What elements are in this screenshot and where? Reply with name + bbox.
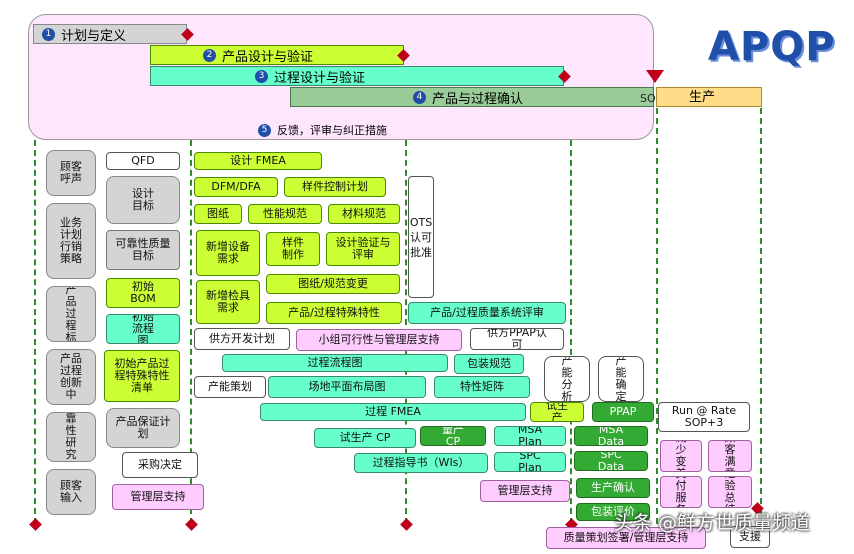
production-bar: 生产 [656,87,762,107]
dash-line-1 [34,140,36,524]
phase-2-bar: 2 产品设计与验证 [150,45,404,65]
trial-production-cp: 试生产 CP [314,428,416,448]
reduce-variation: 减少变差 [660,440,702,472]
spc-plan: SPC Plan [494,452,566,472]
phase-3-label: 过程设计与验证 [274,70,366,86]
delivery-service: 交付服务 [660,476,702,508]
watermark: 头条 @鲜方世质量频道 [614,512,811,534]
phase-5-label: 反馈，评审与纠正措施 [277,124,387,137]
performance-spec: 性能规范 [248,204,322,224]
sample-making: 样件制作 [266,232,320,266]
packaging-evaluation: 包装评价 [576,503,650,521]
dash-line-2 [190,140,192,524]
design-fmea: 设计 FMEA [194,152,322,170]
initial-bom: 初始BOM [106,278,180,308]
capacity-confirm: 产能确定 [598,356,644,402]
dash-line-5 [656,108,658,524]
initial-special-char-list: 初始产品过程特殊特性清单 [104,350,180,402]
spc-data: SPC Data [574,451,648,471]
supplier-dev-plan: 供方开发计划 [194,328,290,350]
phase-3-number: 3 [255,69,268,83]
process-fmea: 过程 FMEA [260,403,526,421]
design-target: 设计目标 [106,176,180,224]
phase-5-row: 5 反馈，评审与纠正措施 [250,120,550,140]
packaging-spec: 包装规范 [454,354,524,374]
business-plan: 业务计划行销策略 [46,203,96,279]
sop-marker [646,70,664,83]
phase-4-label: 产品与过程确认 [432,91,524,107]
drawing: 图纸 [194,204,242,224]
team-feasibility-mgmt-support: 小组可行性与管理层支持 [296,329,462,351]
dfm-dfa: DFM/DFA [194,177,278,197]
phase-1-number: 1 [42,27,55,41]
characteristic-matrix: 特性矩阵 [434,376,530,398]
product-process-target: 产品过程标 [46,286,96,342]
phase-3-bar: 3 过程设计与验证 [150,66,564,86]
product-process-special-char: 产品/过程特殊特性 [266,302,402,324]
mass-production-cp: 量产CP [420,426,486,446]
lessons-learned: 经验总结 [708,476,752,508]
process-flowchart: 过程流程图 [222,354,448,372]
new-gauge-need: 新增检具需求 [196,280,260,324]
support-box: 支援 [730,526,770,548]
production-confirm: 生产确认 [576,478,650,498]
design-verify-review: 设计验证与评审 [326,232,400,266]
work-instructions: 过程指导书（WIs） [354,453,488,473]
mgmt-support-2: 管理层支持 [480,480,570,502]
qfd: QFD [106,152,180,170]
apqp-logo: APQP [708,24,836,70]
mgmt-support-1: 管理层支持 [112,484,204,510]
reliability-quality-target: 可靠性质量目标 [106,230,180,270]
sample-control-plan: 样件控制计划 [284,177,386,197]
capacity-planning: 产能策划 [194,376,266,398]
run-at-rate: Run @ Rate SOP+3 [658,402,750,432]
phase-2-label: 产品设计与验证 [222,49,314,65]
phase-1-bar: 1 计划与定义 [33,24,187,44]
phase-4-bar: 4 产品与过程确认 [290,87,654,107]
trial-production: 试生产 [530,402,584,422]
msa-data: MSA Data [574,426,648,446]
purchase-decision: 采购决定 [122,452,198,478]
capacity-analysis: 产能分析 [544,356,590,402]
dash-line-6 [760,108,762,524]
dash-line-4 [570,140,572,524]
production-label: 生产 [689,90,716,105]
phase-4-number: 4 [413,90,426,104]
ppap: PPAP [592,402,654,422]
quality-system-review: 产品/过程质量系统评审 [408,302,566,324]
customer-satisfaction: 顾客满意 [708,440,752,472]
ots-approval: OTS认可批准 [408,176,434,298]
quality-plan-signoff: 质量策划签署/管理层支持 [546,527,706,549]
customer-voice: 顾客呼声 [46,150,96,196]
site-layout: 场地平面布局图 [268,376,426,398]
bottom-milestone-1 [29,518,42,531]
product-assurance-plan: 产品保证计划 [106,408,180,448]
bottom-milestone-3 [400,518,413,531]
supplier-ppap: 供方PPAP认可 [470,328,564,350]
initial-flowchart: 初始流程图 [106,314,180,344]
customer-input: 顾客输入 [46,469,96,515]
new-equipment-need: 新增设备需求 [196,230,260,276]
bottom-milestone-2 [185,518,198,531]
drawing-spec-change: 图纸/规范变更 [266,274,400,294]
phase-2-number: 2 [203,48,216,62]
material-spec: 材料规范 [328,204,400,224]
msa-plan: MSA Plan [494,426,566,446]
product-process-innovation: 产品过程创新中 [46,349,96,405]
reliability-study: 靠性研究 [46,412,96,462]
phase-1-label: 计划与定义 [61,28,127,44]
phase-5-number: 5 [258,123,271,137]
